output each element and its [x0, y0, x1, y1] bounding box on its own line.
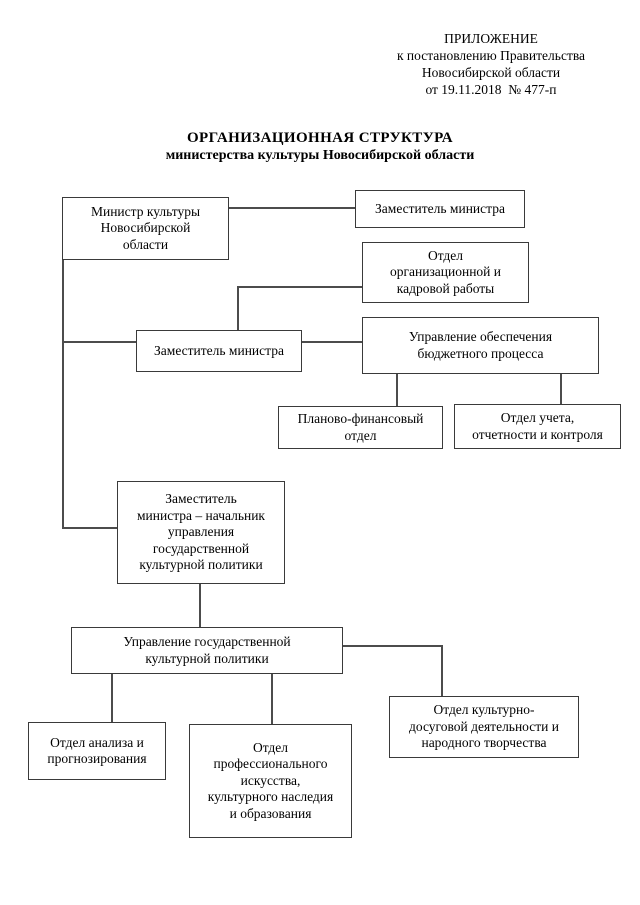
box-state-cultural-policy-mgmt: Управление государственной культурной по… — [71, 627, 343, 674]
box-cultural-leisure-dept-text: досуговой деятельности и — [409, 718, 559, 734]
box-deputy-minister-2: Заместитель министра — [136, 330, 302, 372]
box-accounting-control-dept: Отдел учета, отчетности и контроля — [454, 404, 621, 449]
box-minister-text: области — [122, 236, 169, 252]
connector-deputy2-orgdept-h — [237, 286, 362, 288]
connector-policy-leisure-h — [342, 645, 443, 647]
box-deputy-minister-head-text: культурной политики — [139, 557, 263, 573]
box-state-cultural-policy-mgmt-text: Управление государственной — [123, 634, 291, 650]
connector-policy-profart — [271, 673, 273, 725]
connector-deputy2-budget — [301, 341, 362, 343]
box-accounting-control-dept-text: Отдел учета, — [500, 410, 575, 426]
box-deputy-minister-head-text: министра – начальник — [137, 507, 265, 523]
box-deputy-minister-1: Заместитель министра — [355, 190, 525, 228]
box-minister: Министр культуры Новосибирской области — [62, 197, 229, 260]
box-accounting-control-dept-text: отчетности и контроля — [472, 426, 603, 442]
connector-deputy3-policy — [199, 583, 201, 628]
box-cultural-leisure-dept: Отдел культурно- досуговой деятельности … — [389, 696, 579, 758]
header-line: ПРИЛОЖЕНИЕ — [444, 31, 538, 46]
box-minister-text: Министр культуры — [90, 203, 201, 219]
page-title: ОРГАНИЗАЦИОННАЯ СТРУКТУРА министерства к… — [0, 130, 640, 164]
box-planning-finance-dept-text: отдел — [344, 427, 377, 443]
connector-minister-spine — [62, 259, 64, 529]
box-analysis-forecast-dept: Отдел анализа и прогнозирования — [28, 722, 166, 780]
box-deputy-minister-head-text: Заместитель — [165, 491, 237, 507]
box-deputy-minister-head-text: государственной — [152, 540, 250, 556]
box-analysis-forecast-dept-text: прогнозирования — [47, 751, 147, 766]
box-prof-art-heritage-dept-text: искусства, — [240, 772, 301, 788]
box-budget-process-mgmt-text: Управление обеспечения — [408, 329, 553, 345]
box-budget-process-mgmt: Управление обеспечения бюджетного процес… — [362, 317, 599, 374]
box-planning-finance-dept: Планово-финансовый отдел — [278, 406, 443, 449]
page-title-line1: ОРГАНИЗАЦИОННАЯ СТРУКТУРА — [186, 130, 453, 146]
box-deputy-minister-head-text: управления — [167, 524, 235, 540]
box-prof-art-heritage-dept-text: культурного наследия — [207, 789, 334, 805]
connector-spine-deputy3 — [62, 527, 117, 529]
box-prof-art-heritage-dept-text: профессионального — [213, 756, 328, 772]
header-line: Новосибирской области — [421, 65, 561, 80]
connector-minister-deputy1 — [228, 207, 355, 209]
connector-policy-leisure-v — [441, 645, 443, 697]
box-cultural-leisure-dept-text: народного творчества — [421, 735, 547, 751]
box-prof-art-heritage-dept: Отдел профессионального искусства, культ… — [189, 724, 352, 838]
box-prof-art-heritage-dept-text: Отдел — [252, 739, 289, 755]
document-header: ПРИЛОЖЕНИЕ к постановлению Правительства… — [352, 30, 630, 98]
connector-policy-analysis — [111, 673, 113, 723]
header-line: от 19.11.2018 № 477-п — [425, 82, 557, 97]
box-deputy-minister-head: Заместитель министра – начальник управле… — [117, 481, 285, 584]
box-org-personnel-dept-text: Отдел — [427, 247, 464, 263]
box-deputy-minister-1-text: Заместитель министра — [375, 200, 505, 216]
connector-budget-accounting — [560, 373, 562, 405]
box-deputy-minister-2-text: Заместитель министра — [154, 342, 284, 358]
box-org-personnel-dept-text: кадровой работы — [396, 280, 495, 296]
box-planning-finance-dept-text: Планово-финансовый — [297, 411, 424, 427]
page-title-line2: министерства культуры Новосибирской обла… — [165, 148, 475, 163]
header-line: к постановлению Правительства — [396, 48, 586, 63]
box-analysis-forecast-dept-text: Отдел анализа и — [50, 734, 144, 750]
box-cultural-leisure-dept-text: Отдел культурно- — [433, 702, 535, 718]
box-state-cultural-policy-mgmt-text: культурной политики — [145, 650, 269, 666]
connector-budget-finance — [396, 373, 398, 407]
box-budget-process-mgmt-text: бюджетного процесса — [417, 345, 544, 361]
connector-spine-deputy2 — [62, 341, 136, 343]
connector-deputy2-orgdept-v — [237, 286, 239, 331]
box-org-personnel-dept-text: организационной и — [389, 264, 502, 280]
box-prof-art-heritage-dept-text: и образования — [229, 805, 312, 821]
box-minister-text: Новосибирской — [100, 220, 191, 236]
box-org-personnel-dept: Отдел организационной и кадровой работы — [362, 242, 529, 303]
